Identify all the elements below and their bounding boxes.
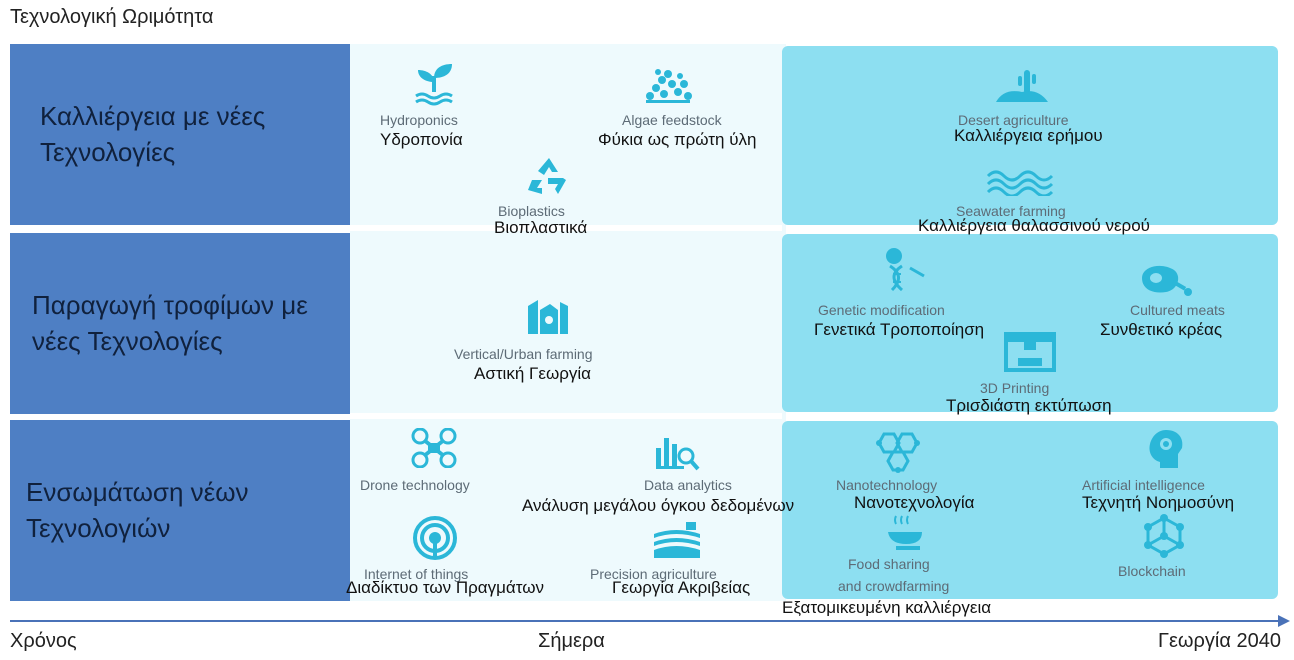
printing-gr-label: Τρισδιάστη εκτύπωση (946, 396, 1112, 415)
plant-sprout-icon (415, 64, 453, 106)
data-gr-label: Ανάλυση μεγάλου όγκου δεδομένων (522, 496, 795, 515)
cultured-en-label: Cultured meats (1130, 302, 1225, 318)
chart-magnifier-icon (656, 438, 700, 471)
time-axis-arrowhead (1278, 615, 1290, 627)
genetic-en-label: Genetic modification (818, 302, 945, 318)
bioplastics-en-label: Bioplastics (498, 203, 565, 219)
time-axis-line (10, 620, 1282, 622)
cactus-desert-icon (996, 70, 1048, 102)
algae-en-label: Algae feedstock (622, 112, 722, 128)
algae-icon (646, 69, 692, 103)
row-separator (350, 225, 782, 231)
category-label: Ενσωμάτωση νέων Τεχνολογιών (26, 477, 249, 543)
vertical-gr-label: Αστική Γεωργία (474, 364, 591, 383)
nano-gr-label: Νανοτεχνολογία (854, 493, 975, 512)
desert-gr-label: Καλλιέργεια ερήμου (954, 126, 1103, 145)
drone-en-label: Drone technology (360, 477, 470, 493)
category-integration: Ενσωμάτωση νέων Τεχνολογιών (10, 420, 350, 601)
category-label: Παραγωγή τροφίμων με νέες Τεχνολογίες (32, 290, 308, 356)
genetic-gr-label: Γενετικά Τροποποίηση (814, 320, 985, 339)
row-separator (350, 413, 782, 419)
seawater-en-label: Seawater farming (956, 203, 1066, 219)
x-axis-start-label: Χρόνος (10, 630, 77, 652)
precision-gr-label: Γεωργία Ακριβείας (612, 578, 751, 597)
3d-printer-icon (1004, 332, 1056, 372)
hexagon-network-icon (876, 432, 920, 473)
food-en-label-2: and crowdfarming (838, 578, 950, 594)
category-label: Καλλιέργεια με νέες Τεχνολογίες (40, 101, 266, 167)
ai-en-label: Artificial intelligence (1082, 477, 1205, 493)
dna-icon (886, 248, 925, 292)
blockchain-icon (1144, 514, 1184, 558)
recycle-icon (528, 158, 566, 194)
seawater-gr-label: Καλλιέργεια θαλασσινού νερού (918, 216, 1150, 235)
algae-gr-label: Φύκια ως πρώτη ύλη (598, 130, 757, 149)
y-axis-title: Τεχνολογική Ωριμότητα (10, 6, 214, 28)
bioplastics-gr-label: Βιοπλαστικά (494, 218, 588, 237)
future-box-food-production (782, 234, 1278, 412)
future-box-integration (782, 421, 1278, 599)
iot-en-label: Internet of things (364, 566, 469, 582)
food-gr-label: Εξατομικευμένη καλλιέργεια (782, 598, 992, 617)
meat-icon (1142, 265, 1192, 296)
signal-icon (413, 516, 457, 560)
food-en-label-1: Food sharing (848, 556, 930, 572)
x-axis-today-label: Σήμερα (538, 630, 605, 652)
printing-en-label: 3D Printing (980, 380, 1050, 396)
category-food-production: Παραγωγή τροφίμων με νέες Τεχνολογίες (10, 233, 350, 414)
food-plate-icon (888, 515, 922, 550)
nano-en-label: Nanotechnology (836, 477, 938, 493)
vertical-en-label: Vertical/Urban farming (454, 346, 593, 362)
data-en-label: Data analytics (644, 477, 732, 493)
precision-en-label: Precision agriculture (590, 566, 717, 582)
waves-icon (986, 170, 1054, 196)
blockchain-en-label: Blockchain (1118, 563, 1186, 579)
ai-gr-label: Τεχνητή Νοημοσύνη (1082, 493, 1235, 512)
cultured-gr-label: Συνθετικό κρέας (1100, 320, 1223, 339)
hydroponics-en-label: Hydroponics (380, 112, 458, 128)
x-axis-end-label: Γεωργία 2040 (1158, 630, 1281, 652)
field-icon (654, 522, 700, 558)
brain-head-icon (1149, 430, 1183, 468)
category-cultivation: Καλλιέργεια με νέες Τεχνολογίες (10, 44, 350, 225)
hydroponics-gr-label: Υδροπονία (380, 130, 463, 149)
drone-icon (411, 428, 457, 468)
urban-building-icon (528, 300, 568, 334)
iot-gr-label: Διαδίκτυο των Πραγμάτων (346, 578, 545, 597)
desert-en-label: Desert agriculture (958, 112, 1069, 128)
